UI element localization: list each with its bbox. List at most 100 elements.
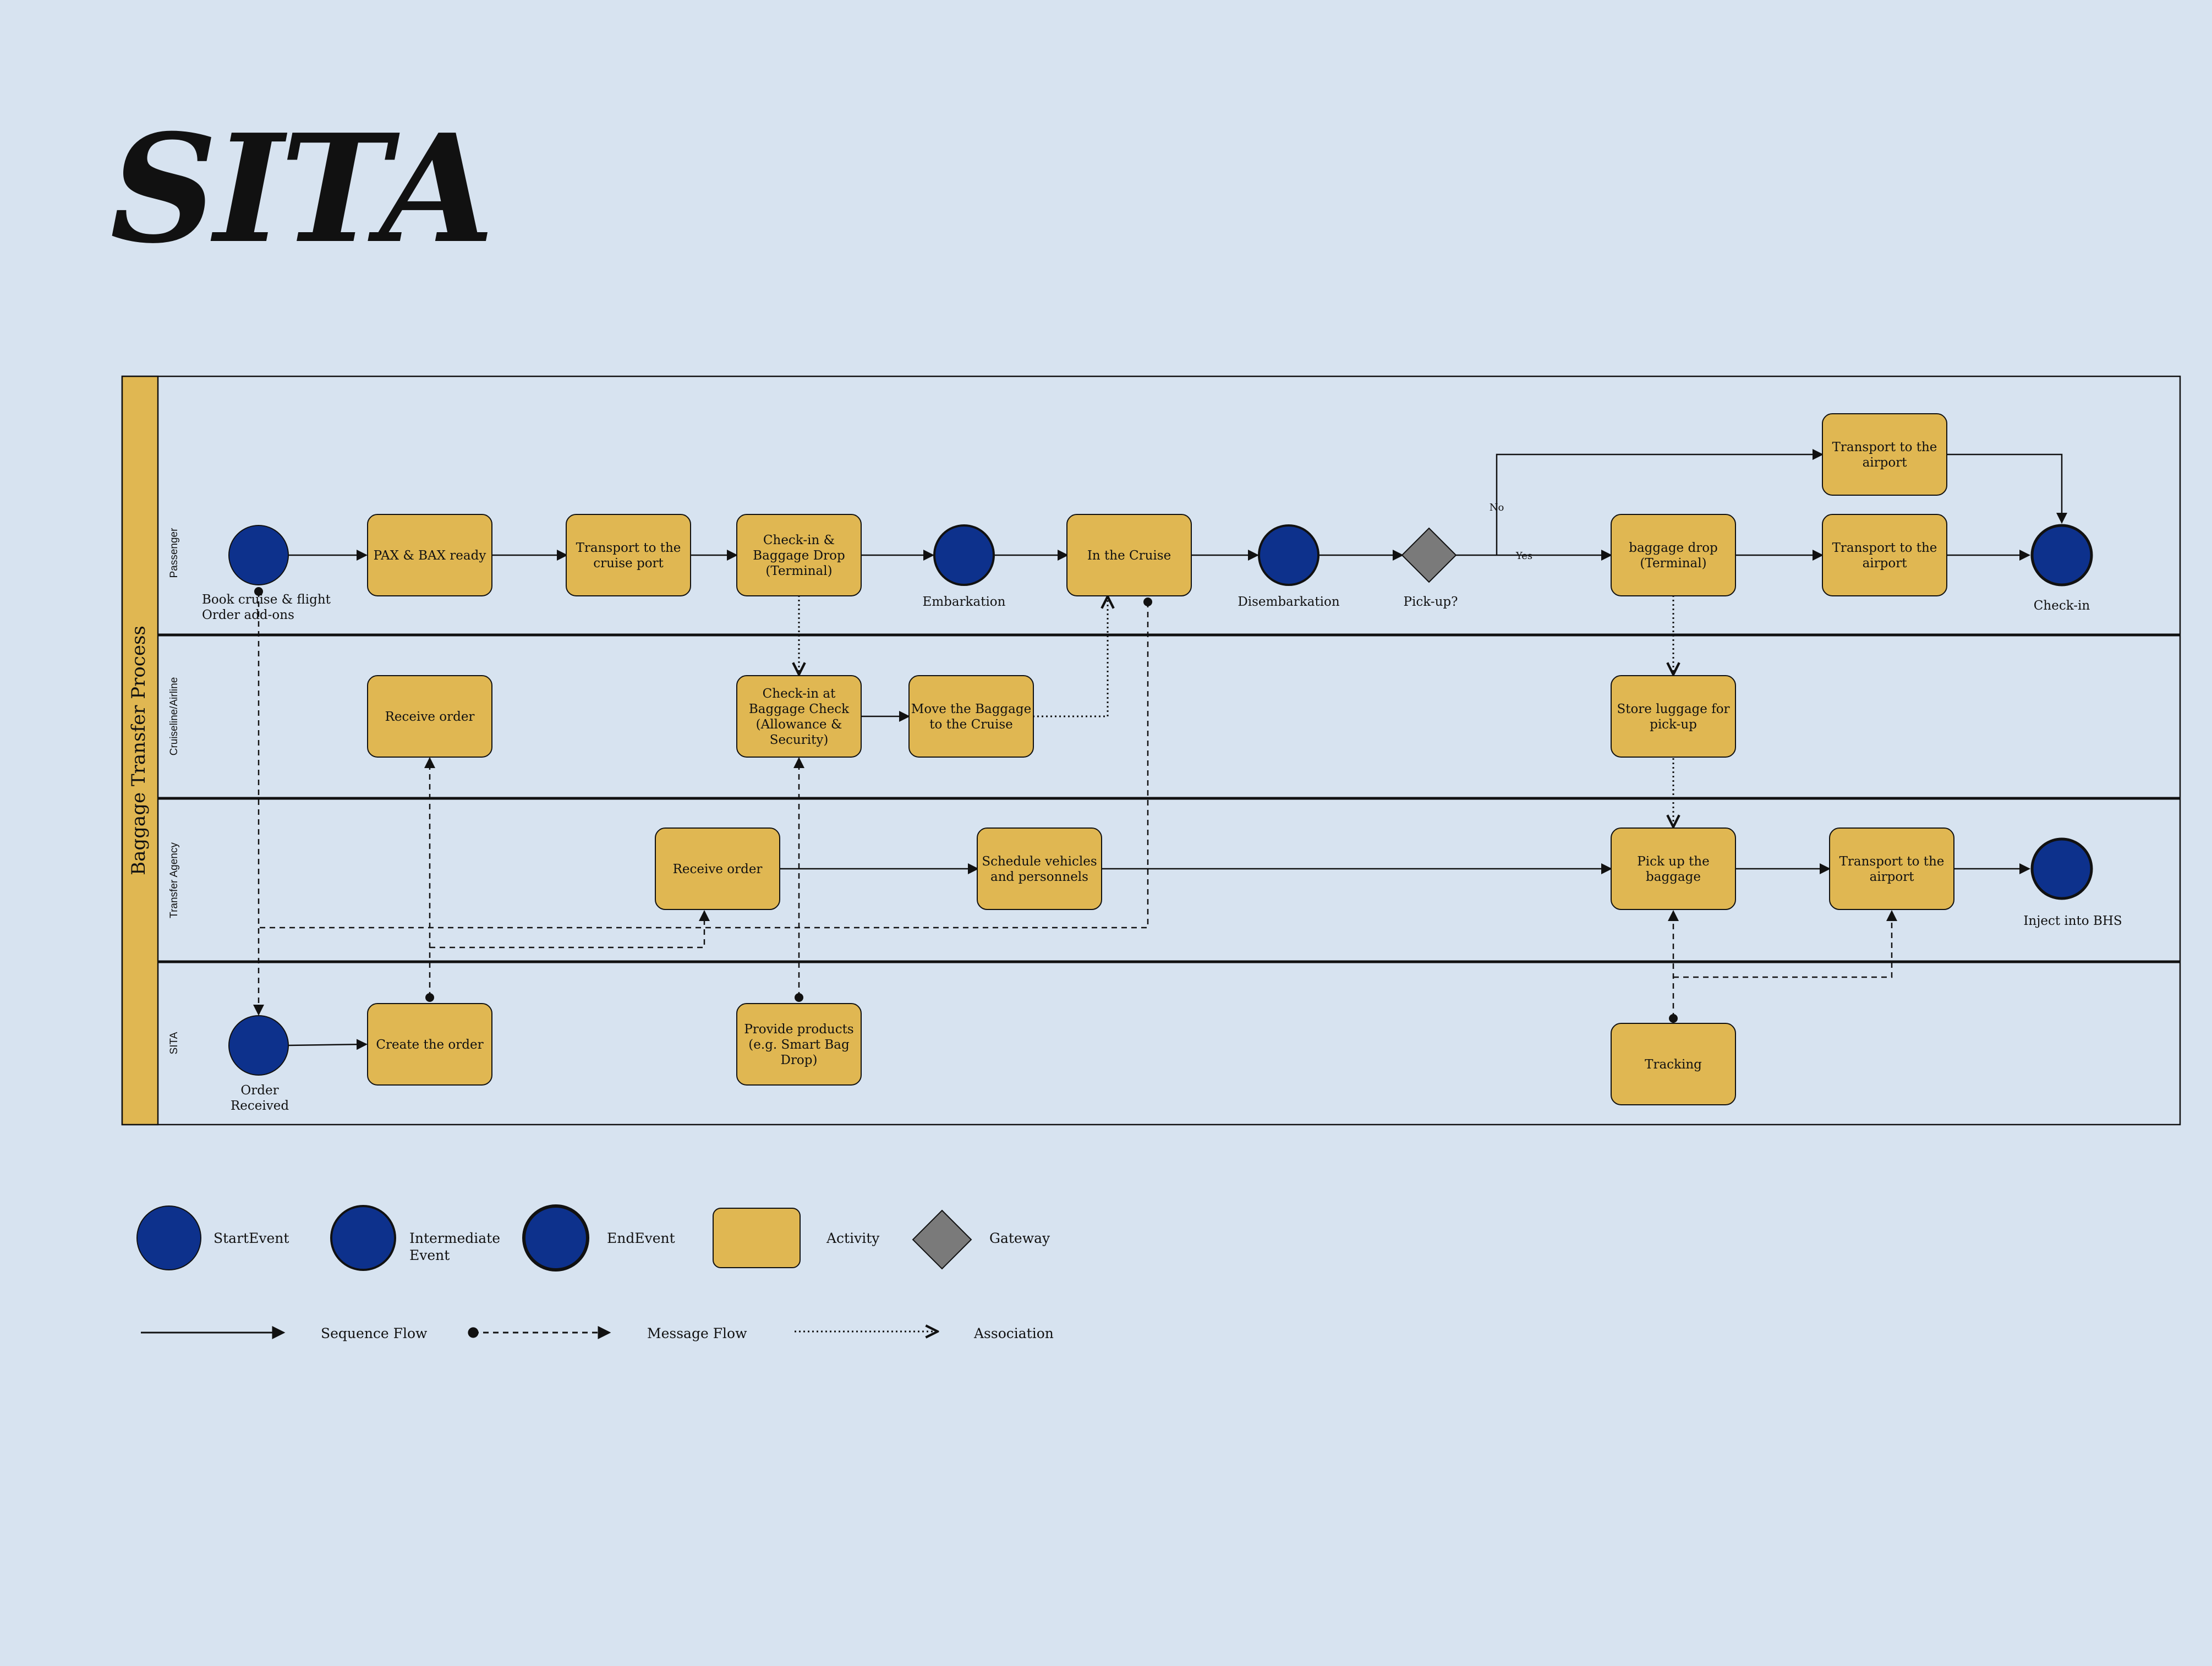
message-flows (253, 587, 1897, 1023)
activity-box (566, 514, 691, 596)
activity-box (1611, 675, 1736, 758)
activity-label: airport (1870, 870, 1915, 884)
gateway-yes-label: Yes (1515, 550, 1532, 562)
activity-label: Store luggage for (1617, 702, 1729, 716)
activity-label: Transport to the (1832, 440, 1937, 454)
event-label: Disembarkation (1238, 595, 1340, 609)
pool-label-band (121, 375, 159, 1126)
sequence-flow (288, 1039, 368, 1050)
legend-start-event-label: StartEvent (213, 1230, 289, 1246)
activity-box (1822, 413, 1947, 496)
end-event-inject (2030, 837, 2093, 900)
activity-label: In the Cruise (1087, 549, 1171, 563)
lane-label-transfer-agency: Transfer Agency (168, 842, 180, 918)
activity-in-the-cruise: In the Cruise (1066, 514, 1192, 596)
message-flow (430, 910, 710, 949)
activity-box (367, 1003, 492, 1086)
sequence-flows (288, 449, 2067, 1050)
activity-label: Security) (770, 733, 829, 747)
activity-label: Receive order (385, 710, 475, 724)
activity-receive-order-agency: Receive order (655, 827, 780, 910)
event-label: Received (231, 1099, 289, 1113)
activity-box (736, 1003, 862, 1086)
association (1033, 596, 1108, 717)
activity-label: airport (1863, 556, 1908, 571)
sita-logo: SITA (110, 101, 491, 276)
activity-label: Tracking (1645, 1057, 1702, 1072)
gateway (1401, 527, 1457, 583)
activity-label: Transport to the (576, 541, 681, 555)
activity-checkin-baggage-drop: Check-in &Baggage Drop(Terminal) (736, 514, 862, 596)
activity-label: cruise port (593, 556, 664, 571)
legend-intermediate-event-label: Event (409, 1247, 450, 1263)
gateway-no-label: No (1490, 502, 1504, 513)
legend-gateway-icon (912, 1209, 972, 1270)
activity-label: baggage (1646, 870, 1701, 884)
activity-label: (Allowance & (756, 717, 842, 732)
activity-label: Check-in & (763, 533, 835, 547)
end-event-checkin (2030, 524, 2093, 587)
activity-box (367, 675, 492, 758)
event-label: Embarkation (923, 595, 1006, 609)
lane-label-cruiseline: Cruiseline/Airline (168, 677, 180, 756)
intermediate-event-embarkation (933, 524, 995, 586)
legend-message-flow-label: Message Flow (647, 1325, 747, 1341)
event-label: Check-in (2034, 599, 2090, 613)
activity-box (655, 827, 780, 910)
activity-label: Create the order (376, 1038, 483, 1052)
activity-label: Schedule vehicles (982, 854, 1097, 869)
activity-label: to the Cruise (929, 717, 1013, 732)
lane-label-sita: SITA (168, 1032, 180, 1054)
activity-box (367, 514, 492, 596)
intermediate-event-disembarkation (1258, 524, 1319, 586)
sequence-flow (1947, 453, 2067, 524)
activity-label: Transport to the (1832, 541, 1937, 555)
start-event (228, 525, 289, 585)
activity-label: Transport to the (1839, 854, 1945, 869)
event-label: Book cruise & flight (202, 593, 331, 607)
activity-box (736, 675, 862, 758)
gateway-label: Pick-up? (1404, 595, 1458, 609)
activity-label: Drop) (781, 1053, 818, 1067)
activity-label: (Terminal) (1640, 556, 1706, 571)
associations (799, 595, 1673, 827)
activity-label: pick-up (1650, 717, 1697, 732)
start-event-order-received (228, 1015, 289, 1076)
activity-label: Baggage Check (749, 702, 850, 716)
event-label: Inject into BHS (2023, 914, 2122, 928)
activity-label: Check-in at (763, 687, 836, 701)
activity-box (1611, 514, 1736, 596)
activity-tracking: Tracking (1611, 1023, 1736, 1105)
events (228, 524, 2093, 1076)
activity-box (908, 675, 1034, 758)
activity-box (1066, 514, 1192, 596)
legend-start-event-icon (136, 1205, 201, 1270)
event-label: Order (240, 1083, 278, 1098)
activity-box (1822, 514, 1947, 596)
legend-gateway-label: Gateway (989, 1230, 1050, 1246)
activity-box (977, 827, 1102, 910)
activity-label: Move the Baggage (911, 702, 1031, 716)
sequence-flow-no (1496, 449, 1824, 555)
activity-receive-order-cruiseline: Receive order (367, 675, 492, 758)
legend-intermediate-event-label: Intermediate (409, 1230, 500, 1246)
activity-pax-bax-ready: PAX & BAX ready (367, 514, 492, 596)
legend: StartEvent Intermediate Event EndEvent A… (136, 1204, 1054, 1341)
activity-label: PAX & BAX ready (374, 549, 486, 563)
activity-box (1611, 827, 1736, 910)
lane-label-passenger: Passenger (168, 528, 180, 578)
activity-label: and personnels (990, 870, 1088, 884)
legend-intermediate-event-icon (330, 1205, 396, 1271)
